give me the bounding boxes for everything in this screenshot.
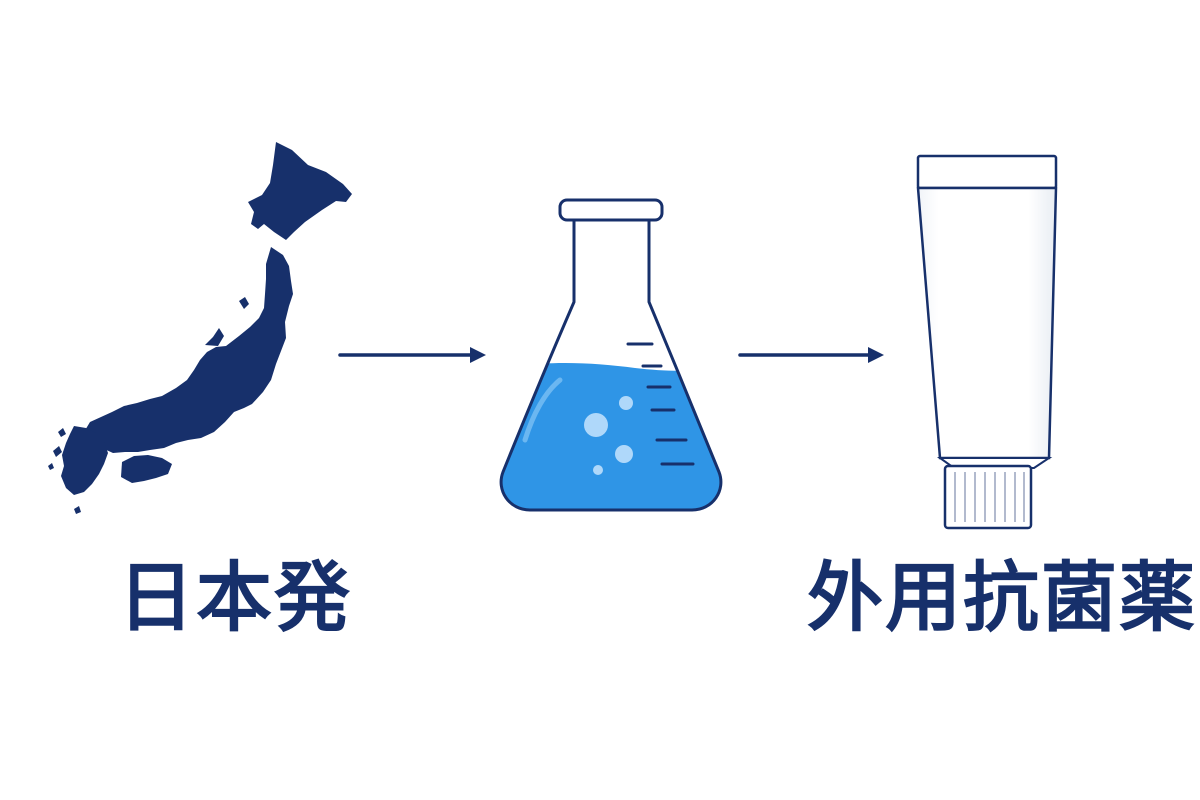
origin-label: 日本発: [118, 553, 352, 642]
product-label: 外用抗菌薬: [807, 553, 1197, 642]
